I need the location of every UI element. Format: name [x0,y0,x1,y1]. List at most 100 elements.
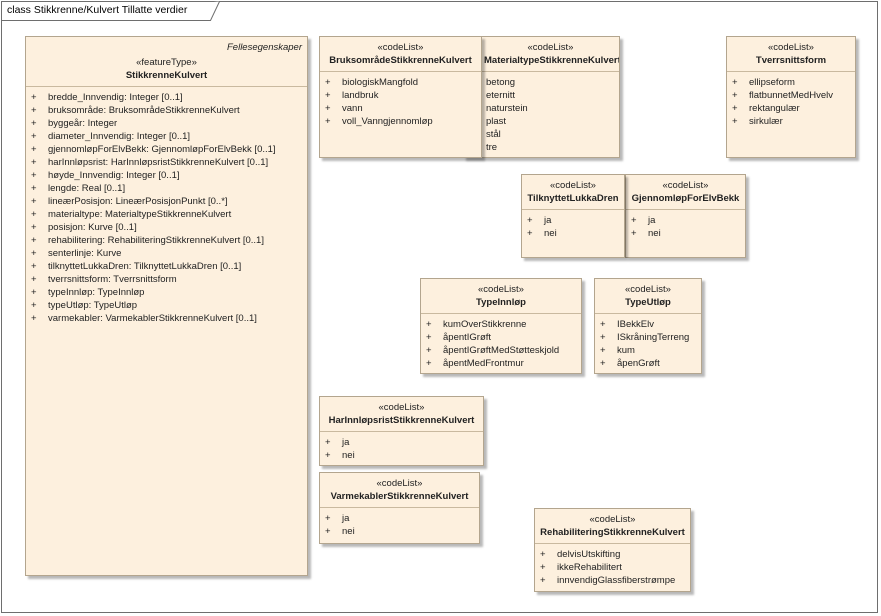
visibility-marker: + [325,103,331,114]
visibility-marker: + [31,118,37,129]
class-name: RehabiliteringStikkrenneKulvert [540,527,685,538]
attribute-text: høyde_Innvendig: Integer [0..1] [48,170,180,181]
class-name: HarInnløpsristStikkrenneKulvert [328,415,475,426]
attribute-text: åpentIGrøft [443,332,492,343]
class-header: «codeList» TilknyttetLukkaDren [522,175,624,210]
stereotype-label: «codeList» [768,42,814,53]
attribute-row: +varmekabler: VarmekablerStikkrenneKulve… [26,312,307,325]
class-materialtype[interactable]: «codeList» MaterialtypeStikkrenneKulvert… [463,36,620,158]
attribute-text: innvendigGlassfiberstrømpe [557,575,676,586]
visibility-marker: + [325,450,331,461]
attribute-text: tre [486,142,498,153]
attribute-text: lengde: Real [0..1] [48,183,126,194]
visibility-marker: + [31,196,37,207]
attribute-text: plast [486,116,507,127]
attribute-row: + byggeår: Integer [26,117,307,130]
attribute-row: +nei [522,227,624,240]
attribute-text: naturstein [486,103,528,114]
attribute-list: +kumOverStikkrenne+åpentIGrøft+åpentIGrø… [421,314,581,372]
visibility-marker: + [31,313,37,324]
visibility-marker: + [426,345,432,356]
class-tilknyttet-lukka-dren[interactable]: «codeList» TilknyttetLukkaDren +ja+nei [521,174,625,258]
attribute-text: IBekkElv [617,319,654,330]
visibility-marker: + [31,183,37,194]
frame-title: class Stikkrenne/Kulvert Tillatte verdie… [7,4,188,16]
class-header: «codeList» TypeUtløp [595,279,701,314]
attribute-text: harInnløpsrist: HarInnløpsristStikkrenne… [48,157,269,168]
attribute-text: byggeår: Integer [48,118,118,129]
visibility-marker: + [600,319,606,330]
visibility-marker: + [31,131,37,142]
attribute-row: +ja [626,214,745,227]
class-header: «codeList» Tverrsnittsform [727,37,855,72]
attribute-text: posisjon: Kurve [0..1] [48,222,137,233]
attribute-row: +ikkeRehabilitert [535,561,690,574]
attribute-text: lineærPosisjon: LineærPosisjonPunkt [0..… [48,196,228,207]
attribute-row: +biologiskMangfold [320,76,481,89]
class-rehabilitering[interactable]: «codeList» RehabiliteringStikkrenneKulve… [534,508,691,592]
attribute-text: typeInnløp: TypeInnløp [48,287,145,298]
attribute-row: +tverrsnittsform: Tverrsnittsform [26,273,307,286]
attribute-row: +flatbunnetMedHvelv [727,89,855,102]
visibility-marker: + [325,77,331,88]
stereotype-label: «codeList» [478,284,524,295]
attribute-row: +senterlinje: Kurve [26,247,307,260]
class-bruksomrade[interactable]: «codeList» BruksområdeStikkrenneKulvert … [319,36,482,158]
attribute-text: kum [617,345,635,356]
visibility-marker: + [426,332,432,343]
class-header: «codeList» HarInnløpsristStikkrenneKulve… [320,397,483,432]
attribute-text: nei [342,526,355,537]
attribute-text: materialtype: MaterialtypeStikkrenneKulv… [48,209,232,220]
attribute-list: +ja+nei [626,210,745,242]
visibility-marker: + [631,215,637,226]
visibility-marker: + [325,513,331,524]
class-header: «codeList» TypeInnløp [421,279,581,314]
visibility-marker: + [325,437,331,448]
class-type-innlop[interactable]: «codeList» TypeInnløp +kumOverStikkrenne… [420,278,582,374]
attribute-row: + kum [595,344,701,357]
attribute-text: gjennomløpForElvBekk: GjennomløpForElvBe… [48,144,276,155]
class-har-innlopsrist[interactable]: «codeList» HarInnløpsristStikkrenneKulve… [319,396,484,466]
visibility-marker: + [325,116,331,127]
stereotype-label: «featureType» [136,57,197,68]
attribute-row: +ISkråningTerreng [595,331,701,344]
attribute-text: ja [342,437,350,448]
visibility-marker: + [31,287,37,298]
attribute-row: + harInnløpsrist: HarInnløpsristStikkrenn… [26,156,307,169]
attribute-row: +delvisUtskifting [535,548,690,561]
attribute-row: + lengde: Real [0..1] [26,182,307,195]
class-stikkrenne-kulvert[interactable]: Fellesegenskaper «featureType» Stikkrenn… [25,36,308,576]
attribute-text: flatbunnetMedHvelv [749,90,833,101]
attribute-row: + nei [320,525,479,538]
attribute-row: +innvendigGlassfiberstrømpe [535,574,690,587]
visibility-marker: + [31,170,37,181]
attribute-text: ja [544,215,552,226]
attribute-list: +ja+nei [320,508,479,540]
class-name: Tverrsnittsform [755,55,827,66]
attribute-row: tre [482,141,619,154]
attribute-row: +åpentMedFrontmur [421,357,581,370]
attribute-list: +delvisUtskifting+ikkeRehabilitert+innve… [535,544,690,589]
attribute-row: +kumOverStikkrenne [421,318,581,331]
visibility-marker: + [31,209,37,220]
visibility-marker: + [600,345,606,356]
visibility-marker: + [600,332,606,343]
attribute-row: +voll_Vanngjennomløp [320,115,481,128]
attribute-text: nei [544,228,557,239]
visibility-marker: + [426,319,432,330]
attribute-row: + materialtype: MaterialtypeStikkrenneKul… [26,208,307,221]
class-header: Fellesegenskaper «featureType» Stikkrenn… [26,37,307,87]
class-tverrsnittsform[interactable]: «codeList» Tverrsnittsform +ellipseform+… [726,36,856,158]
attribute-row: +typeUtløp: TypeUtløp [26,299,307,312]
visibility-marker: + [631,228,637,239]
attribute-text: rehabilitering: RehabiliteringStikkrenne… [48,235,264,246]
class-type-utlop[interactable]: «codeList» TypeUtløp + IBekkElv+ISkråning… [594,278,702,374]
attribute-text: senterlinje: Kurve [48,248,122,259]
visibility-marker: + [31,157,37,168]
visibility-marker: + [325,526,331,537]
class-gjennomlop-for-elv-bekk[interactable]: «codeList» GjennomløpForElvBekk +ja+nei [625,174,746,258]
class-header: «codeList» MaterialtypeStikkrenneKulvert [464,37,619,72]
attribute-text: nei [342,450,355,461]
stereotype-label: «codeList» [377,42,424,53]
class-varmekabler[interactable]: «codeList» VarmekablerStikkrenneKulvert … [319,472,480,544]
